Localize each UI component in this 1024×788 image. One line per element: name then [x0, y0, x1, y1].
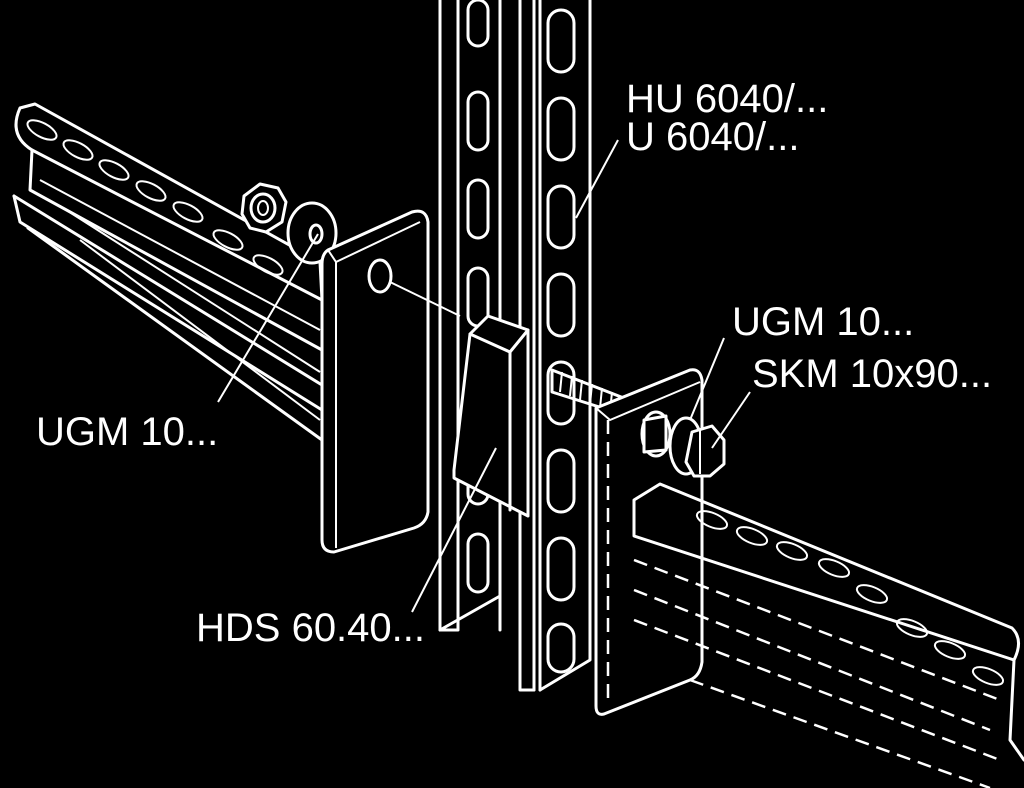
slide-hds [452, 314, 530, 518]
leader-lines [217, 139, 751, 613]
left-nut [240, 182, 288, 234]
left-bracket [12, 102, 324, 442]
label-bolt: SKM 10x90... [752, 352, 992, 396]
label-slide: HDS 60.40... [196, 606, 425, 650]
label-rail-u: U 6040/... [626, 115, 799, 159]
right-fasteners [640, 410, 726, 478]
right-bracket [632, 482, 1024, 788]
left-washer [286, 201, 338, 265]
labels: HU 6040/... U 6040/... UGM 10... SKM 10x… [36, 77, 992, 650]
label-washer-left: UGM 10... [36, 410, 218, 454]
left-head-plate [320, 209, 461, 554]
label-washer-right: UGM 10... [732, 300, 914, 344]
label-rail-hu: HU 6040/... [626, 77, 828, 121]
